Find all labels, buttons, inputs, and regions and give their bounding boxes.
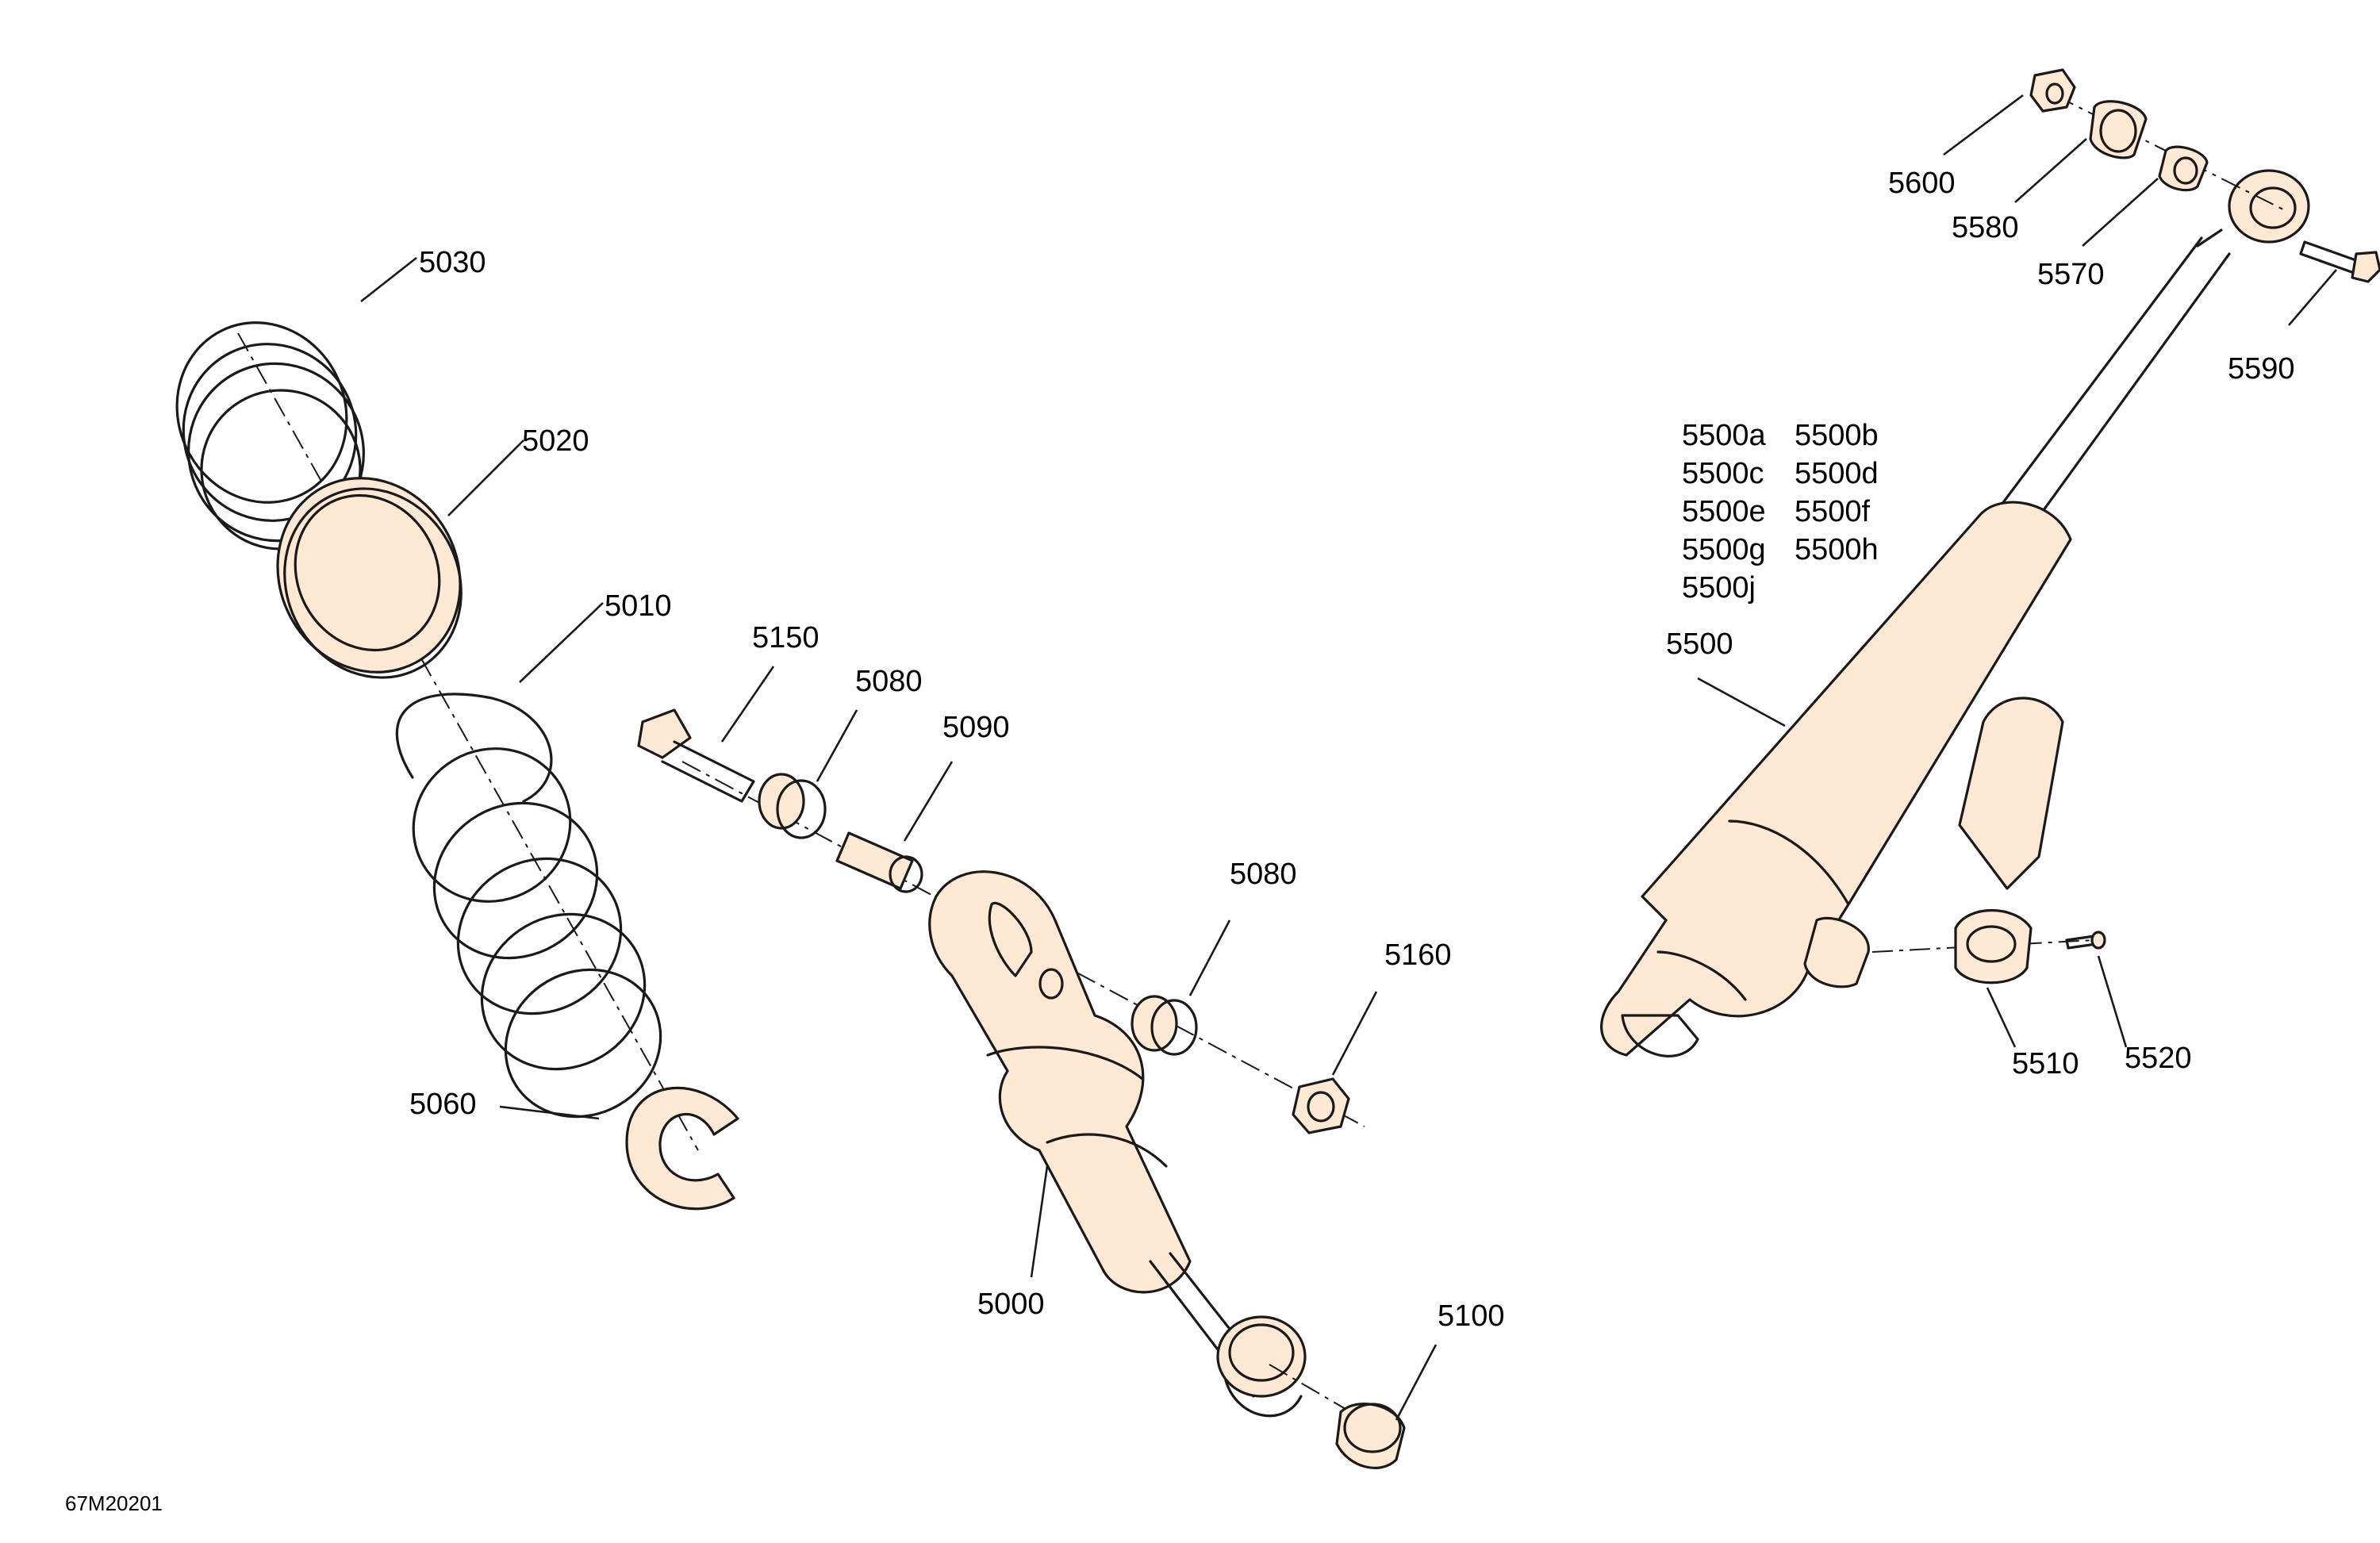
bushing-5100 [1269, 1364, 1406, 1469]
variant-5500e: 5500e [1682, 495, 1766, 528]
bolt-5590 [2299, 240, 2380, 283]
variant-5500h: 5500h [1795, 533, 1879, 566]
label-5510: 5510 [2012, 1047, 2079, 1080]
variant-5500d: 5500d [1795, 457, 1879, 490]
variant-5500c: 5500c [1682, 457, 1764, 490]
label-5030: 5030 [419, 246, 486, 279]
bushing-5580 [2089, 100, 2148, 159]
shock-absorber-5000 [928, 870, 1275, 1398]
nut-5160 [1292, 1077, 1350, 1134]
variant-5500g: 5500g [1682, 533, 1766, 566]
label-5000: 5000 [977, 1288, 1045, 1321]
label-5080-lower: 5080 [1230, 858, 1297, 891]
label-5090: 5090 [942, 711, 1010, 744]
label-5010: 5010 [605, 589, 672, 623]
label-5020: 5020 [522, 424, 589, 458]
label-5150: 5150 [752, 621, 820, 654]
screw-5520 [2065, 931, 2106, 950]
leader-lines [360, 94, 2337, 1421]
bushing-5080-upper [758, 773, 827, 839]
label-5060: 5060 [409, 1088, 477, 1121]
spring-seat-ring-5020 [276, 477, 463, 679]
variant-5500b: 5500b [1795, 419, 1879, 452]
spring-axis [237, 332, 699, 1151]
label-5080-upper: 5080 [855, 665, 923, 698]
shock-lower-eye [1216, 1315, 1307, 1418]
sleeve-5090 [835, 831, 923, 893]
retaining-clip-5060 [625, 1086, 739, 1211]
label-5500: 5500 [1666, 628, 1733, 661]
bushing-5080-lower [1130, 995, 1198, 1056]
variant-5500j: 5500j [1682, 571, 1756, 605]
label-5600: 5600 [1888, 167, 1956, 200]
label-5100: 5100 [1438, 1299, 1505, 1333]
variant-5500a: 5500a [1682, 419, 1766, 452]
main-spring-5010 [395, 693, 662, 1119]
shock-absorber-5500 [1600, 169, 2310, 1057]
label-5520: 5520 [2125, 1042, 2192, 1075]
label-5590: 5590 [2228, 352, 2295, 386]
variant-5500f: 5500f [1795, 495, 1871, 528]
label-5160: 5160 [1384, 938, 1452, 972]
label-5570: 5570 [2037, 258, 2105, 291]
bolt-5150 [637, 708, 755, 803]
diagram-reference: 67M20201 [65, 1491, 163, 1515]
label-5580: 5580 [1952, 211, 2019, 244]
spacer-5570 [2158, 145, 2209, 192]
adjuster-knob-5510 [1871, 908, 2095, 985]
